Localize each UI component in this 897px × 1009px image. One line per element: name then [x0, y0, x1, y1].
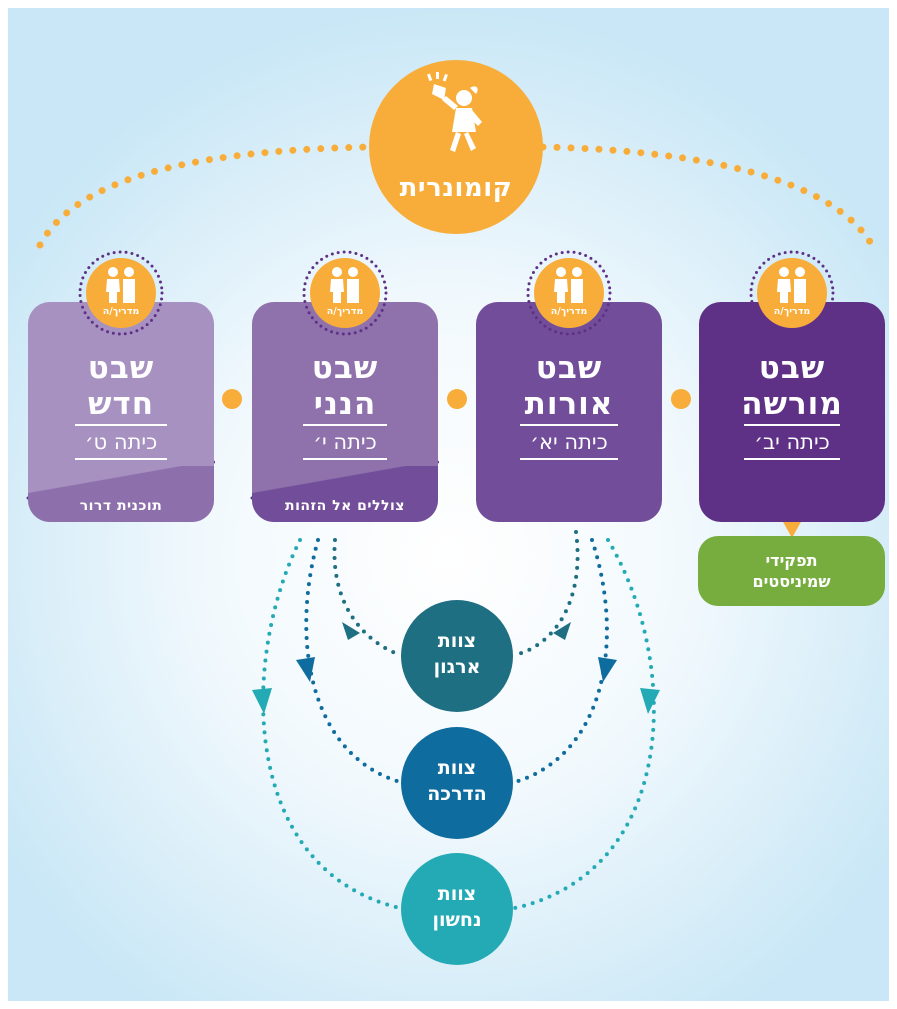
- separator-dot: [671, 389, 691, 409]
- tribe-name-line2: מורשה: [741, 386, 843, 422]
- shministim-box: תפקידי שמיניסטים: [698, 536, 885, 606]
- badge-label: מדריך/ה: [550, 306, 588, 317]
- counselor-badge: מדריך/ה: [534, 258, 604, 328]
- tribe-name: שבט אורות: [476, 350, 662, 422]
- team-line1: צוות: [437, 757, 477, 779]
- arc-right: [539, 143, 876, 249]
- tribe-band: [252, 466, 438, 522]
- tribe-card-orot: שבט אורות כיתה יא׳: [476, 302, 662, 522]
- tribe-card-moreshet: שבט מורשה כיתה יב׳: [699, 302, 885, 522]
- team-nachshon: צוות נחשון: [401, 853, 513, 965]
- team-line2: ארגון: [433, 656, 481, 678]
- tribe-grade: כיתה י׳: [252, 424, 438, 460]
- separator-dot: [222, 389, 242, 409]
- team-line1: צוות: [437, 630, 477, 652]
- tribe-name-line2: הנני: [313, 386, 377, 422]
- tribe-name-line1: שבט: [758, 350, 826, 386]
- communar-circle: קומונרית: [369, 60, 543, 234]
- counselors-icon: [330, 267, 359, 303]
- badge-label: מדריך/ה: [102, 306, 140, 317]
- tribe-grade-text: כיתה יא׳: [520, 424, 618, 460]
- girl-megaphone-icon: [427, 72, 482, 152]
- tribe-grade-text: כיתה י׳: [303, 424, 387, 460]
- tribe-name: שבט חדש: [28, 350, 214, 422]
- moreshet-arrowhead: [782, 520, 802, 538]
- shministim-line1: תפקידי: [765, 551, 818, 570]
- tribe-band-text: צוללים אל הזהות: [285, 498, 405, 514]
- tribe-band-text: תוכנית דרור: [79, 498, 163, 514]
- tribe-name-line1: שבט: [311, 350, 379, 386]
- counselors-icon: [554, 267, 583, 303]
- tribe-grade: כיתה יא׳: [476, 424, 662, 460]
- tribe-name: שבט מורשה: [699, 350, 885, 422]
- tribe-name-line1: שבט: [87, 350, 155, 386]
- badge-label: מדריך/ה: [326, 306, 364, 317]
- tribe-name-line2: חדש: [87, 386, 155, 422]
- tribe-card-chadash: שבט חדש כיתה ט׳ תוכנית דרור: [28, 302, 214, 522]
- shministim-line2: שמיניסטים: [752, 572, 831, 591]
- tribe-card-hineni: שבט הנני כיתה י׳ צוללים אל הזהות: [252, 302, 438, 522]
- counselors-icon: [777, 267, 806, 303]
- separator-dot: [447, 389, 467, 409]
- team-line2: נחשון: [432, 909, 482, 931]
- communar-label: קומונרית: [399, 173, 513, 203]
- counselor-badge: מדריך/ה: [757, 258, 827, 328]
- badge-label: מדריך/ה: [773, 306, 811, 317]
- team-organization: צוות ארגון: [401, 600, 513, 712]
- counselor-badge: מדריך/ה: [86, 258, 156, 328]
- team-guidance: צוות הדרכה: [401, 727, 513, 839]
- team-line2: הדרכה: [427, 783, 487, 805]
- tribe-name: שבט הנני: [252, 350, 438, 422]
- tribe-band: [28, 466, 214, 522]
- counselor-badge: מדריך/ה: [310, 258, 380, 328]
- tribe-grade: כיתה יב׳: [699, 424, 885, 460]
- tribe-grade: כיתה ט׳: [28, 424, 214, 460]
- counselors-icon: [106, 267, 135, 303]
- tribe-name-line2: אורות: [524, 386, 614, 422]
- tribe-grade-text: כיתה ט׳: [74, 424, 168, 460]
- team-line1: צוות: [437, 883, 477, 905]
- tribe-name-line1: שבט: [535, 350, 603, 386]
- tribe-grade-text: כיתה יב׳: [744, 424, 840, 460]
